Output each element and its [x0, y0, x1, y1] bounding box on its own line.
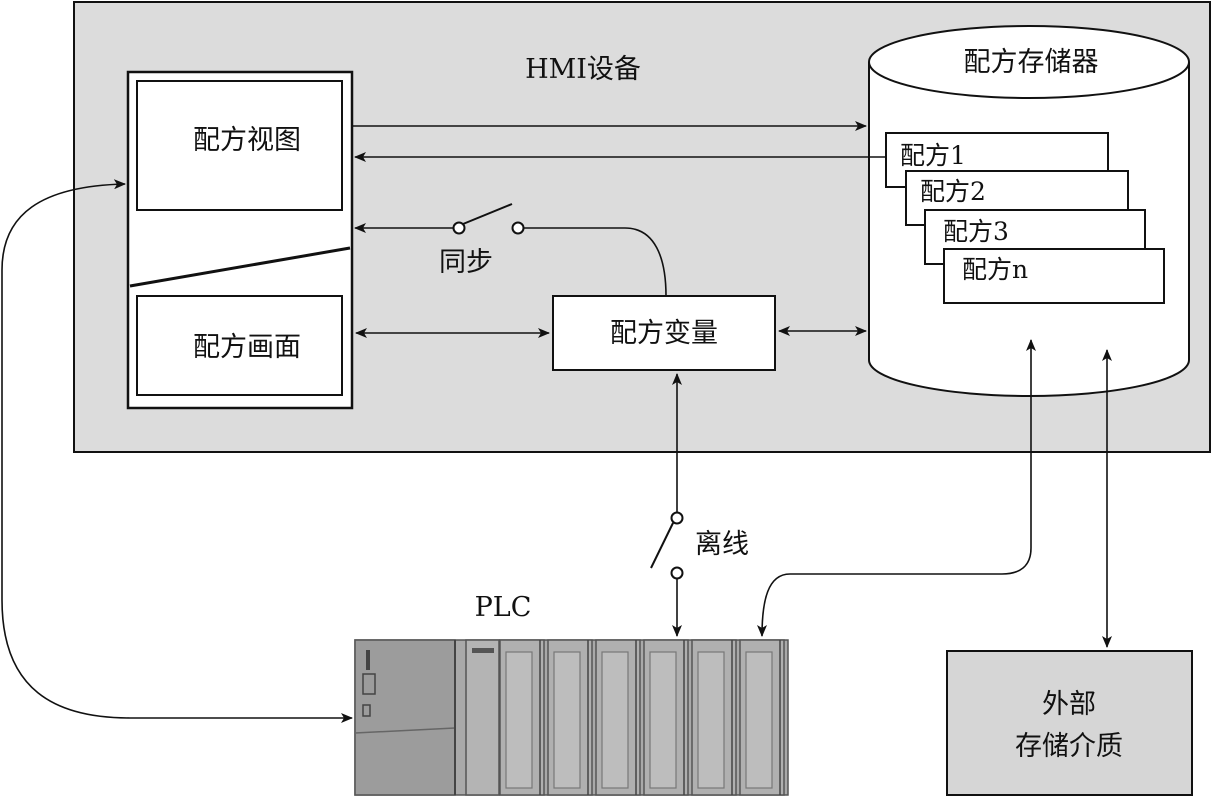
external-storage-box[interactable]: 外部 存储介质 — [946, 650, 1193, 796]
recipe-view-box[interactable]: 配方视图 — [136, 80, 343, 211]
recipe-card-2-label: 配方2 — [920, 177, 986, 206]
recipe-variable-label: 配方变量 — [610, 318, 718, 349]
recipe-card-n[interactable]: 配方n — [943, 248, 1165, 304]
recipe-view-label: 配方视图 — [193, 125, 301, 156]
plc-power-module — [465, 639, 500, 796]
plc-io-module-front — [601, 651, 629, 789]
hmi-device-title: HMI设备 — [525, 54, 641, 85]
recipe-card-n-label: 配方n — [962, 255, 1028, 284]
recipe-card-3-label: 配方3 — [943, 217, 1009, 246]
external-storage-line1: 外部 — [1042, 689, 1096, 720]
plc-io-modules — [499, 639, 785, 796]
external-storage-line2: 存储介质 — [1015, 731, 1123, 762]
plc-io-module-front — [697, 651, 725, 789]
recipe-memory-title: 配方存储器 — [964, 47, 1099, 78]
recipe-screen-box[interactable]: 配方画面 — [136, 295, 343, 396]
offline-switch-icon[interactable] — [650, 511, 684, 580]
sync-label: 同步 — [439, 247, 493, 278]
recipe-card-1-label: 配方1 — [900, 141, 966, 170]
sync-connection — [354, 223, 667, 297]
offline-label: 离线 — [695, 529, 749, 560]
plc-io-module-front — [649, 651, 677, 789]
plc-cpu-module — [354, 639, 456, 796]
plc-label: PLC — [475, 592, 532, 623]
memory-to-plc-curve — [757, 339, 1036, 637]
plc-io-module-front — [745, 651, 773, 789]
plc-to-view-curve — [1, 179, 353, 723]
plc-io-module-front — [553, 651, 581, 789]
recipe-screen-label: 配方画面 — [193, 332, 301, 363]
recipe-variable-box[interactable]: 配方变量 — [552, 295, 776, 371]
plc-io-module-front — [505, 651, 533, 789]
sync-switch-icon[interactable] — [452, 203, 525, 235]
